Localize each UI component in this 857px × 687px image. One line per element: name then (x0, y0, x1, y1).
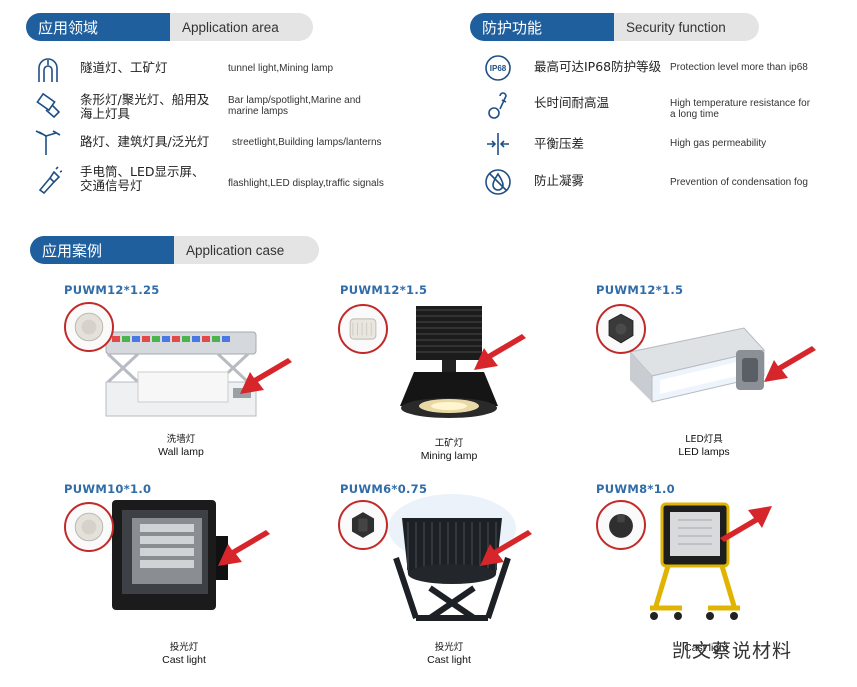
case-caption: 投光灯 Cast light (389, 642, 509, 666)
caption-en: LED lamps (678, 446, 730, 458)
security-function-header: 防护功能 Security function (470, 13, 759, 41)
security-function-item-cn: 平衡压差 (534, 136, 585, 151)
bar-lamp-icon (34, 92, 62, 120)
tunnel-icon (34, 56, 62, 84)
application-area-header: 应用领域 Application area (26, 13, 313, 41)
caption-cn: 洗墙灯 (166, 434, 196, 445)
security-function-item: 防止凝雾 Prevention of condensation fog (484, 166, 844, 202)
model-number: PUWM12*1.5 (596, 283, 684, 297)
security-function-item-en: Protection level more than ip68 (670, 62, 808, 73)
led-lamp-image (624, 322, 772, 408)
caption-cn: 投光灯 (169, 642, 199, 653)
application-area-item-en: streetlight,Building lamps/lanterns (232, 137, 382, 148)
caption-cn: 工矿灯 (434, 438, 464, 449)
vent-valve-thumbnail (596, 500, 646, 550)
case-caption: LED灯具 LED lamps (644, 434, 764, 458)
vent-valve-thumbnail (338, 500, 388, 550)
security-function-title-cn: 防护功能 (470, 13, 614, 41)
red-arrow (472, 334, 528, 374)
red-arrow (216, 530, 272, 570)
ip68-badge-text: IP68 (490, 64, 507, 73)
mining-lamp-image (396, 298, 502, 428)
security-function-title-en: Security function (614, 13, 759, 41)
model-number: PUWM12*1.5 (340, 283, 428, 297)
application-area-item: 路灯、建筑灯具/泛光灯 streetlight,Building lamps/l… (34, 126, 434, 162)
application-area-item-cn: 条形灯/聚光灯、船用及 海上灯具 (80, 92, 210, 121)
security-function-item-cn: 长时间耐高温 (534, 95, 610, 110)
vent-valve-thumbnail (338, 304, 388, 354)
model-number: PUWM10*1.0 (64, 482, 152, 496)
case-caption: 工矿灯 Mining lamp (389, 438, 509, 462)
application-area-item: 手电筒、LED显示屏、 交通信号灯 flashlight,LED display… (34, 164, 434, 200)
caption-en: Wall lamp (158, 446, 204, 458)
round-floodlight-image (386, 488, 518, 624)
red-arrow (718, 502, 774, 542)
red-arrow (238, 358, 294, 398)
application-area-item-cn: 隧道灯、工矿灯 (80, 60, 168, 75)
red-arrow (762, 346, 818, 386)
vent-valve-thumbnail (596, 304, 646, 354)
street-light-icon (34, 128, 62, 156)
watermark: 凯文蔡说材料 (672, 640, 793, 662)
application-area-title-cn: 应用领域 (26, 13, 170, 41)
model-number: PUWM6*0.75 (340, 482, 428, 496)
security-function-item-en: Prevention of condensation fog (670, 177, 808, 188)
floodlight-image (110, 496, 230, 616)
thermometer-icon (484, 92, 512, 120)
application-area-title-en: Application area (170, 13, 313, 41)
caption-cn: LED灯具 (685, 434, 723, 445)
application-area-item: 条形灯/聚光灯、船用及 海上灯具 Bar lamp/spotlight,Mari… (34, 90, 434, 126)
model-number: PUWM12*1.25 (64, 283, 160, 297)
red-arrow (478, 530, 534, 570)
no-fog-icon (484, 168, 512, 196)
caption-en: Cast light (684, 642, 728, 654)
case-caption: 投光灯 Cast light (124, 642, 244, 666)
caption-en: Mining lamp (420, 450, 478, 462)
caption-en: Cast light (162, 654, 206, 666)
application-area-item: 隧道灯、工矿灯 tunnel light,Mining lamp (34, 54, 434, 90)
security-function-item: IP68 最高可达IP68防护等级 Protection level more … (484, 52, 844, 88)
application-case-title-cn: 应用案例 (30, 236, 174, 264)
application-area-item-cn: 路灯、建筑灯具/泛光灯 (80, 134, 210, 149)
vent-valve-thumbnail (64, 502, 114, 552)
ip68-icon: IP68 (484, 54, 512, 82)
portable-floodlight-image (648, 498, 740, 624)
application-area-item-cn: 手电筒、LED显示屏、 交通信号灯 (80, 164, 205, 193)
application-case-title-en: Application case (174, 236, 319, 264)
security-function-item: 平衡压差 High gas permeability (484, 128, 844, 164)
security-function-item-cn: 防止凝雾 (534, 173, 585, 188)
application-case-header: 应用案例 Application case (30, 236, 319, 264)
security-function-item-en: High gas permeability (670, 138, 767, 149)
application-area-item-en: flashlight,LED display,traffic signals (228, 178, 384, 189)
vent-valve-thumbnail (64, 302, 114, 352)
security-function-item: 长时间耐高温 High temperature resistance for a… (484, 90, 844, 126)
caption-cn: 投光灯 (434, 642, 464, 653)
case-caption: Cast light (646, 642, 766, 654)
flashlight-icon (34, 166, 63, 195)
security-function-item-en: High temperature resistance for a long t… (670, 98, 811, 120)
application-area-item-en: Bar lamp/spotlight,Marine and marine lam… (228, 95, 361, 117)
pressure-icon (484, 130, 512, 158)
security-function-item-cn: 最高可达IP68防护等级 (534, 59, 662, 74)
model-number: PUWM8*1.0 (596, 482, 675, 496)
application-area-item-en: tunnel light,Mining lamp (228, 63, 334, 74)
caption-en: Cast light (427, 654, 471, 666)
case-caption: 洗墙灯 Wall lamp (121, 434, 241, 458)
wall-lamp-image (98, 322, 266, 422)
